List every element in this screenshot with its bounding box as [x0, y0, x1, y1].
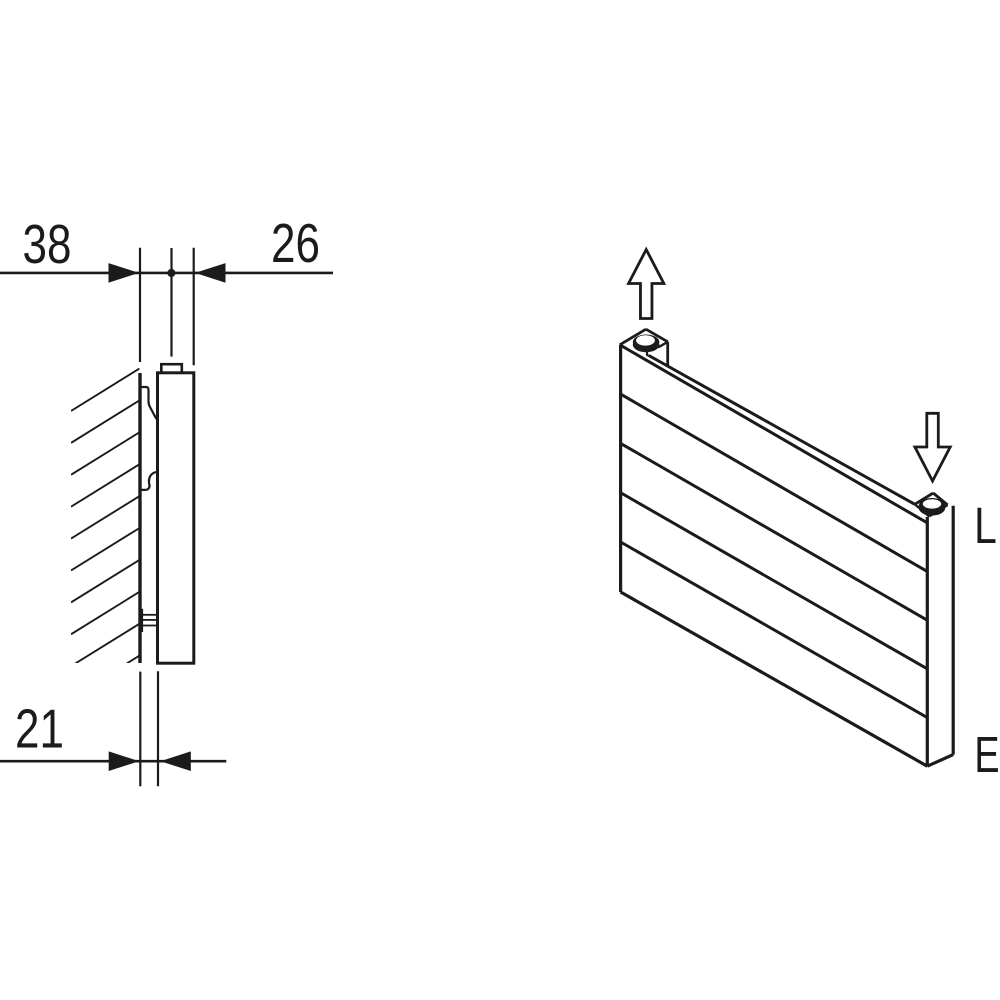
- svg-text:E: E: [974, 725, 999, 783]
- svg-text:26: 26: [271, 212, 320, 274]
- svg-text:21: 21: [15, 698, 64, 760]
- svg-text:38: 38: [23, 213, 72, 275]
- svg-text:L: L: [974, 497, 997, 554]
